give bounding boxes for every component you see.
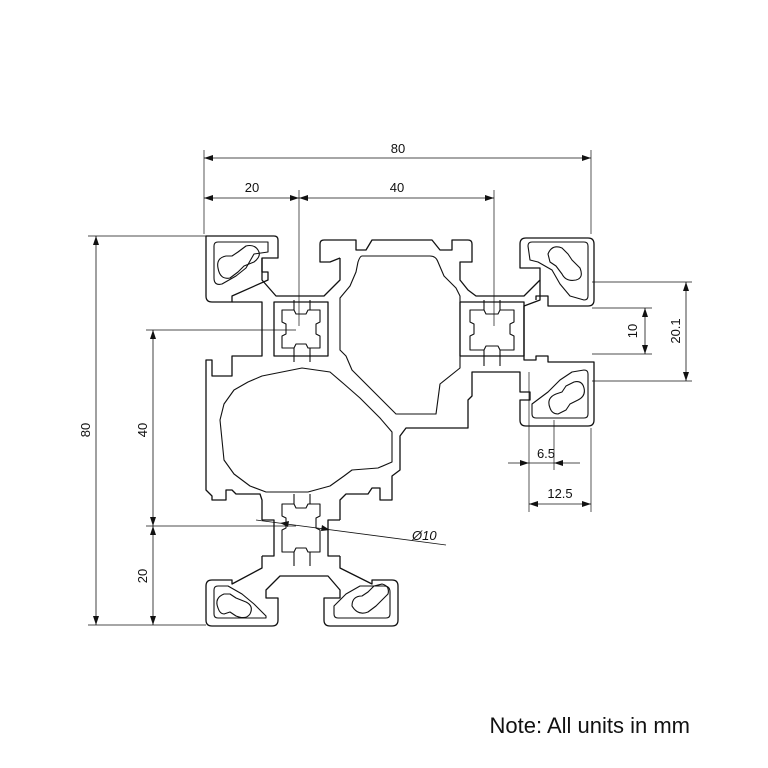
dim-bottom-pitch: 20 [135,569,150,583]
cavity-center-top [339,255,461,415]
corner-bores [216,244,585,619]
dimension-lines [88,150,692,626]
bottom-slot [262,519,340,557]
dim-bore-diameter: Ø10 [411,528,437,543]
right-column [339,280,595,520]
bore-top-left [281,309,321,349]
corner-bore-bc [351,583,389,614]
bore-bottom [281,503,321,553]
corner-bore-tr [547,246,582,281]
slot-neck-right [483,300,501,366]
cavity-tr-inner [527,241,589,301]
slot-neck-bottom [293,494,311,566]
bore-right [469,309,515,351]
corner-bottom-left [205,556,399,627]
corner-bore-tl [217,244,260,279]
dim-corner-width: 12.5 [547,486,572,501]
profile-cavities [213,241,589,619]
top-left-web [319,239,341,263]
dim-slot-opening: 6.5 [537,446,555,461]
dimension-labels: 80 20 40 80 40 20 10 20.1 6.5 12.5 Ø10 [78,141,683,583]
dim-overall-height: 80 [78,423,93,437]
slot-bores [281,300,515,566]
dim-slot-width: 10 [625,324,640,338]
dim-overall-width: 80 [391,141,405,156]
slot-top-left-lip [261,258,341,297]
corner-bore-br [548,381,585,415]
cavity-tl-inner [213,241,269,285]
slot-neck-top [293,300,311,362]
top-beam [324,237,595,307]
corner-bore-bl [216,593,252,619]
dim-vertical-pitch: 40 [135,423,150,437]
cavity-center-left [219,367,393,493]
units-note: Note: All units in mm [489,713,690,738]
dim-center-pitch: 40 [390,180,404,195]
left-column [205,301,263,520]
dim-slot-depth: 20.1 [668,318,683,343]
cavity-br-inner [531,369,589,419]
dim-left-pitch: 20 [245,180,259,195]
profile-outline [205,235,595,627]
cavity-bl-inner [213,585,267,619]
corner-top-left [205,235,279,303]
